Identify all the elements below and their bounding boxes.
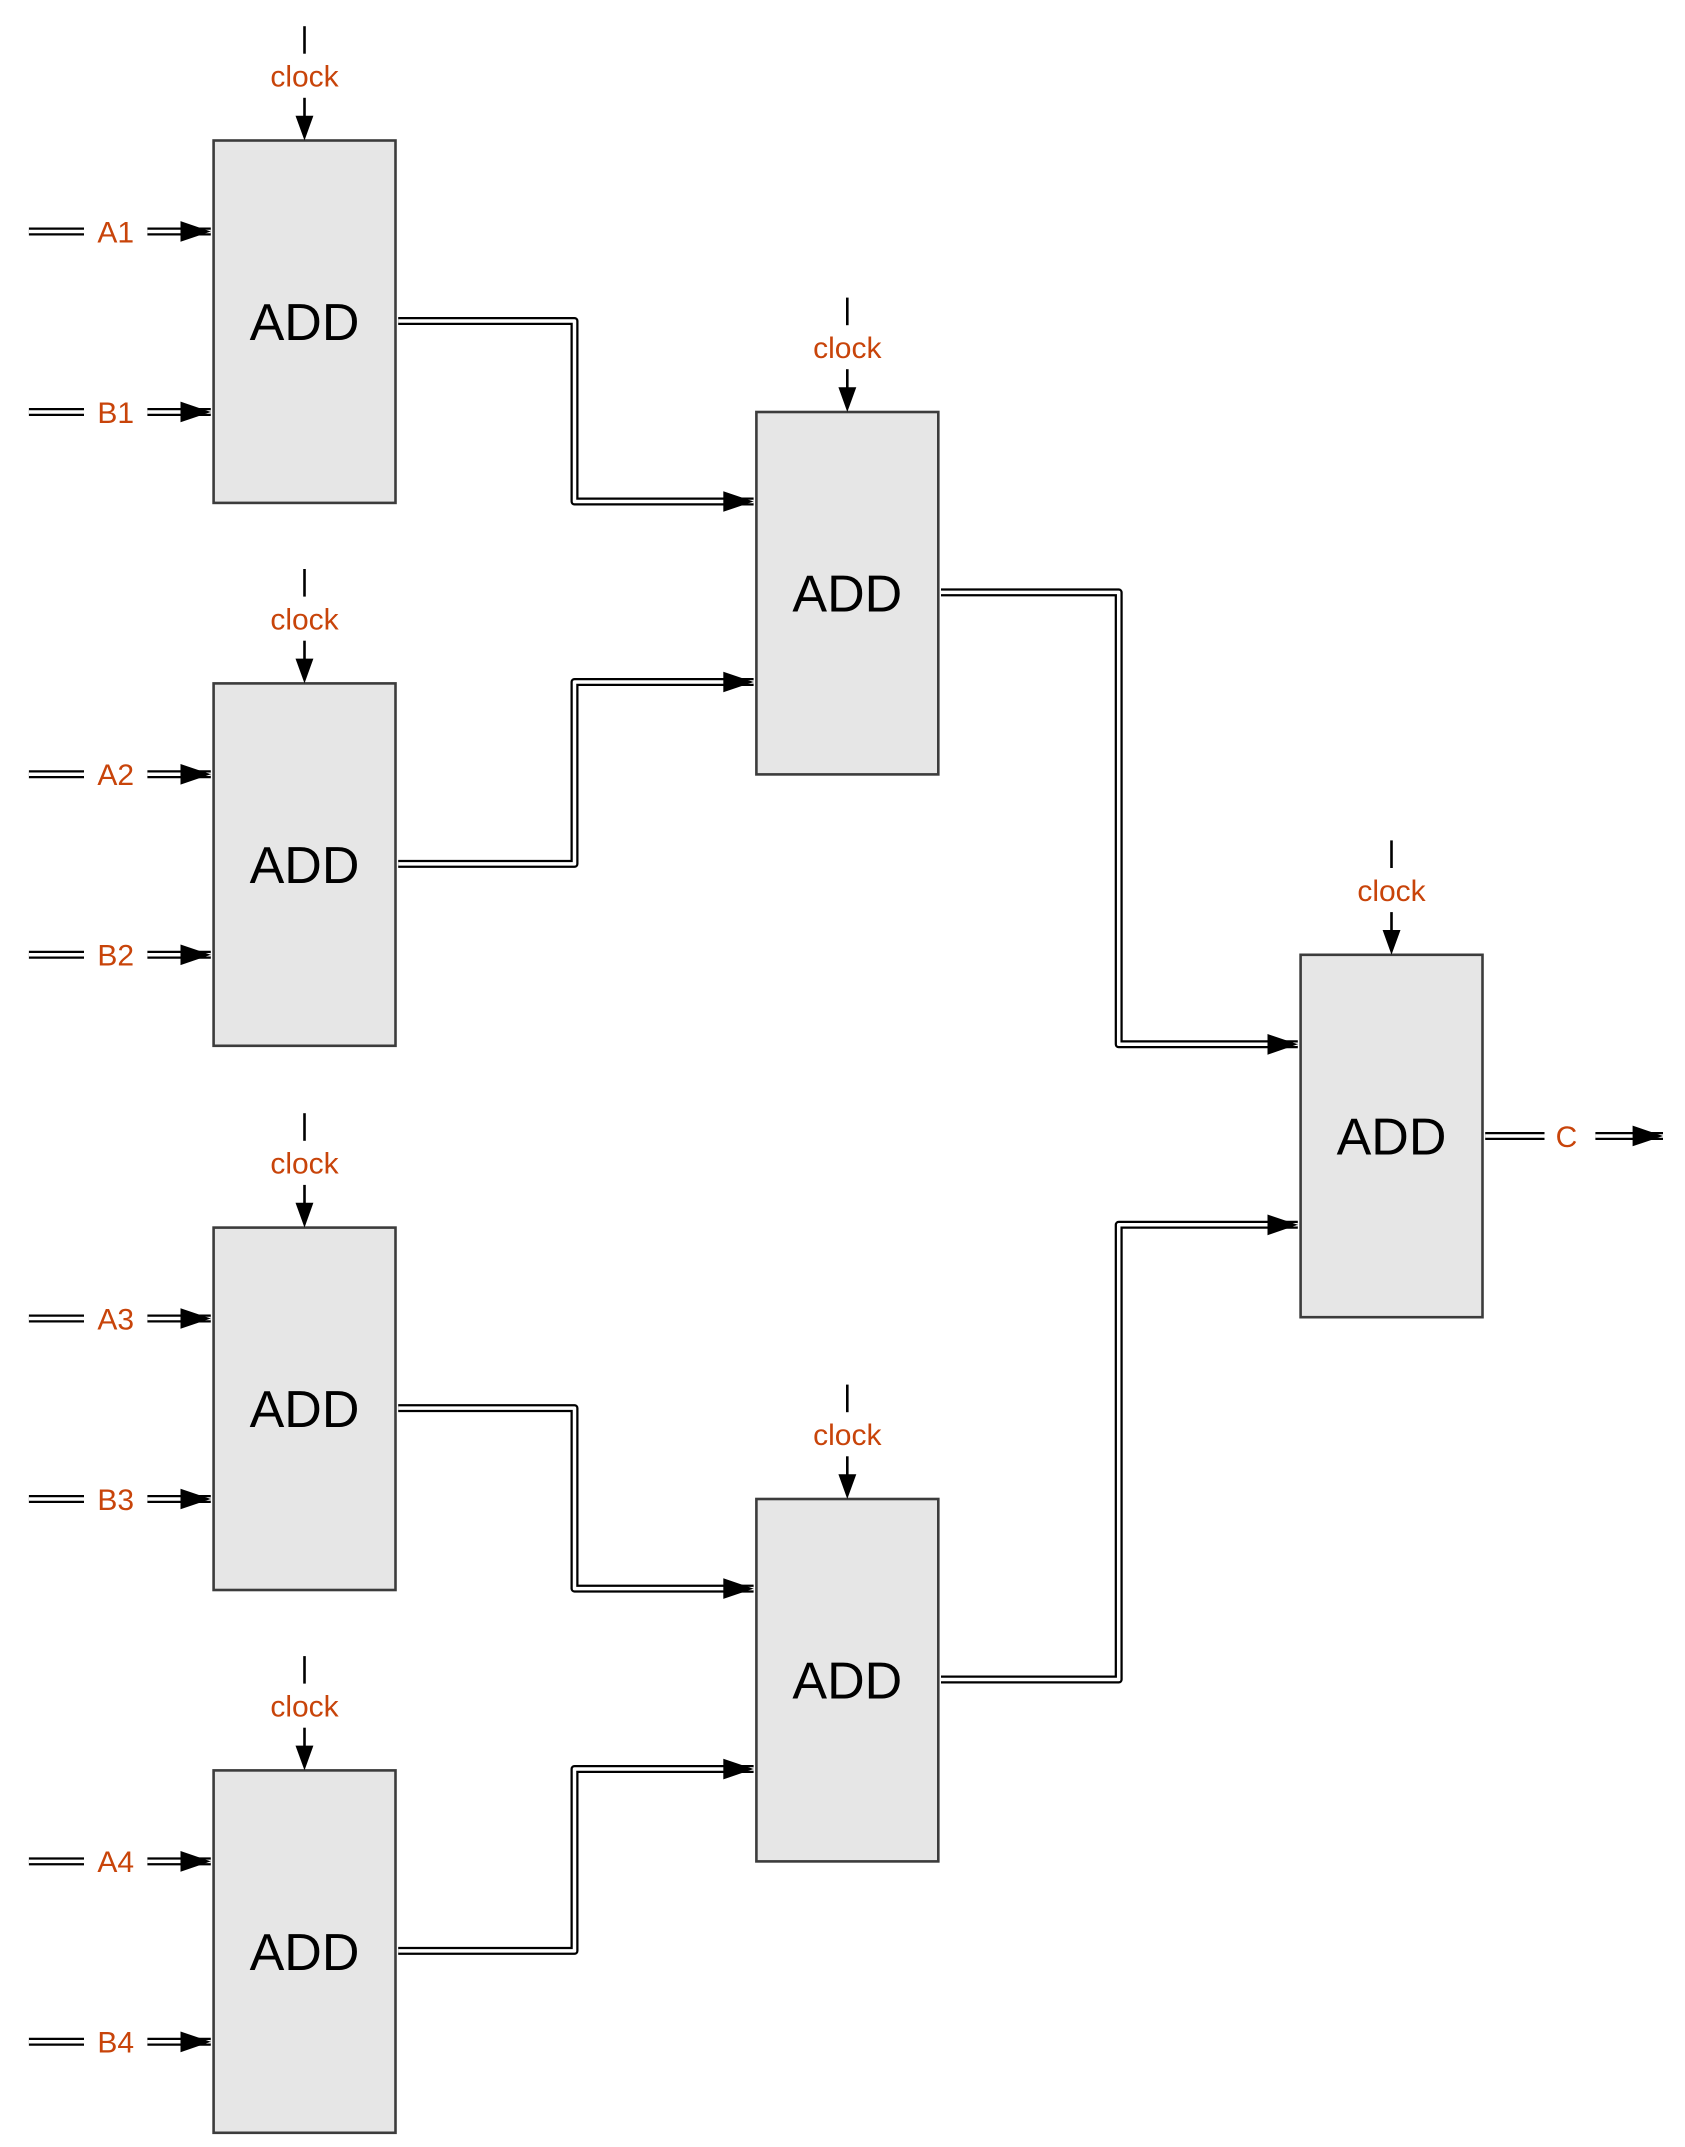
clock-input: clock <box>270 26 340 141</box>
clock-input: clock <box>813 297 882 412</box>
clock-label: clock <box>270 604 339 637</box>
adder-label: ADD <box>250 1381 360 1439</box>
clock-arrow-icon <box>295 658 314 684</box>
arrowhead-icon <box>723 491 754 512</box>
arrowhead-icon <box>1632 1125 1663 1147</box>
clock-input: clock <box>270 1656 340 1771</box>
arrowhead-icon <box>180 2031 211 2053</box>
clock-arrow-icon <box>295 1745 314 1771</box>
connection-wire <box>398 1404 754 1593</box>
arrowhead-icon <box>180 401 211 423</box>
adder-label: ADD <box>792 1653 902 1711</box>
clock-arrow-icon <box>838 1474 857 1499</box>
clock-arrow-icon <box>295 115 314 141</box>
clock-arrow-icon <box>1382 930 1401 955</box>
clock-input: clock <box>813 1384 882 1499</box>
arrowhead-icon <box>1267 1034 1298 1055</box>
input-label: A4 <box>97 1846 134 1879</box>
clock-input: clock <box>1357 840 1427 955</box>
adder-label: ADD <box>792 566 902 624</box>
input-label: B3 <box>97 1484 134 1517</box>
clock-label: clock <box>813 1419 882 1452</box>
arrowhead-icon <box>180 944 211 966</box>
arrowhead-icon <box>180 764 211 785</box>
connection-wire <box>941 588 1298 1049</box>
arrowhead-icon <box>723 671 754 693</box>
adder-block: ADD <box>755 410 940 776</box>
arrowhead-icon <box>1267 1214 1298 1236</box>
adder-block: ADD <box>212 1769 397 2135</box>
blocks-layer: ADD ADD ADD ADD ADD ADD ADD <box>212 139 1484 2135</box>
clock-input: clock <box>270 569 340 684</box>
connection-wire <box>398 1765 754 1955</box>
input-label: A1 <box>97 216 134 249</box>
arrowhead-icon <box>180 1308 211 1329</box>
arrowhead-icon <box>723 1758 754 1780</box>
arrowhead-icon <box>180 221 211 242</box>
adder-label: ADD <box>250 1924 360 1982</box>
output-label: C <box>1556 1121 1578 1154</box>
clock-label: clock <box>813 332 882 365</box>
clock-label: clock <box>270 1148 339 1181</box>
adder-label: ADD <box>1337 1108 1447 1166</box>
clock-label: clock <box>270 1691 339 1724</box>
input-label: A3 <box>97 1303 134 1336</box>
adder-label: ADD <box>250 294 360 352</box>
adder-block: ADD <box>1299 953 1484 1319</box>
adder-block: ADD <box>212 1226 397 1592</box>
clock-input: clock <box>270 1113 340 1228</box>
clock-label: clock <box>270 61 339 94</box>
input-label: B1 <box>97 397 134 430</box>
clock-arrow-icon <box>295 1202 314 1228</box>
adder-label: ADD <box>250 837 360 895</box>
adder-block: ADD <box>212 139 397 505</box>
labels-layer: clockclockclockclockclockclockclockA1B1A… <box>97 26 1577 2060</box>
connection-wire <box>941 1220 1298 1684</box>
connection-wire <box>398 678 754 868</box>
arrowhead-icon <box>723 1578 754 1599</box>
arrowheads-layer <box>180 221 1663 2053</box>
clock-label: clock <box>1357 875 1426 908</box>
input-label: A2 <box>97 759 134 792</box>
adder-block: ADD <box>755 1497 940 1863</box>
input-label: B2 <box>97 940 134 973</box>
arrowhead-icon <box>180 1851 211 1872</box>
connection-wire <box>398 317 754 506</box>
clock-arrow-icon <box>838 387 857 412</box>
adder-block: ADD <box>212 682 397 1048</box>
arrowhead-icon <box>180 1488 211 1510</box>
input-label: B4 <box>97 2027 134 2060</box>
